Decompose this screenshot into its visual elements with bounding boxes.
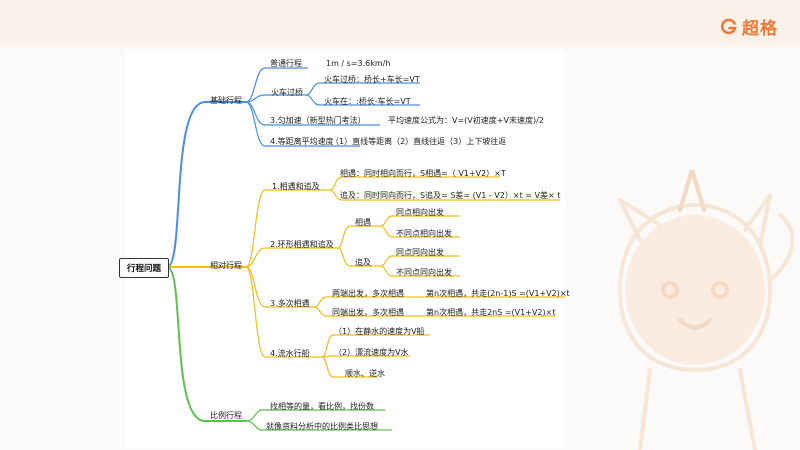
node-normal-travel: 普通行程 (270, 59, 302, 68)
brand-logo: 超格 (720, 14, 778, 39)
node-two-ends-formula: 第n次相遇，共走(2n-1)S =(V1+V2)×t (426, 289, 570, 298)
node-uniform-acceleration-detail: 平均速度公式为：V=(V初速度+V末速度)/2 (388, 116, 544, 125)
node-chase-formula: 追及：同时同向而行，S追及= S差= (V1 - V2）×t = V差× t (340, 191, 561, 200)
node-still-water-speed: （1）在静水的速度为V船 (334, 327, 425, 336)
node-boat-current: 4.流水行船 (270, 349, 310, 358)
branch-label-basic: 基础行程 (210, 96, 242, 105)
top-banner (0, 0, 800, 47)
node-two-ends-start: 两端出发，多次相遇 (332, 289, 404, 298)
node-same-end-start: 同端出发，多次相遇 (332, 308, 404, 317)
node-uniform-acceleration: 3.匀加速（新型热门考法） (270, 116, 366, 125)
node-equal-distance-speed: 4.等距离平均速度 (270, 137, 334, 146)
node-circular-meet-same-point: 同点相向出发 (396, 208, 444, 217)
node-circular-meet-chase: 2.环形相遇和追及 (270, 240, 334, 249)
node-drift-speed: （2）漂流速度为V水 (334, 348, 409, 357)
node-downstream-upstream: 顺水、逆水 (345, 369, 385, 378)
node-train-bridge-formula-2: 火车在：:桥长-车长=VT (324, 97, 411, 106)
g-logo-icon (720, 18, 737, 34)
unicorn-mascot-illustration (618, 170, 795, 450)
mindmap-root-node: 行程问题 (119, 258, 169, 278)
branch-label-ratio: 比例行程 (210, 411, 242, 420)
branch-label-relative: 相对行程 (210, 261, 242, 270)
node-same-end-formula: 第n次相遇，共走2nS =(V1+V2)×t (426, 308, 556, 317)
brand-name: 超格 (742, 19, 778, 39)
node-circular-meet: 相遇 (355, 218, 371, 227)
node-equal-distance-speed-detail: （1）直线等距离（2）直线往返（3）上下坡往返 (331, 137, 507, 146)
node-circular-chase: 追及 (355, 258, 371, 267)
mindmap-canvas (125, 50, 565, 448)
node-circular-meet-diff-point: 不同点相向出发 (396, 229, 452, 238)
node-find-equal-quantity: 找相等的量，看比例，找份数 (270, 402, 374, 411)
node-train-bridge: 火车过桥 (271, 88, 303, 97)
node-ratio-analogy: 就像资料分析中的比例类比思想 (266, 422, 378, 431)
node-circular-chase-diff-point: 不同点同向出发 (396, 268, 452, 277)
node-multiple-meetings: 3.多次相遇 (270, 299, 310, 308)
node-meet-and-chase: 1.相遇和追及 (272, 182, 320, 191)
node-meet-formula: 相遇：同时相向而行，S相遇=（ V1+V2）×T (340, 169, 506, 178)
node-train-bridge-formula-1: 火车过桥：桥长+车长=VT (324, 75, 420, 84)
node-circular-chase-same-point: 同点同向出发 (396, 248, 444, 257)
node-normal-travel-detail: 1m / s=3.6km/h (326, 59, 391, 68)
